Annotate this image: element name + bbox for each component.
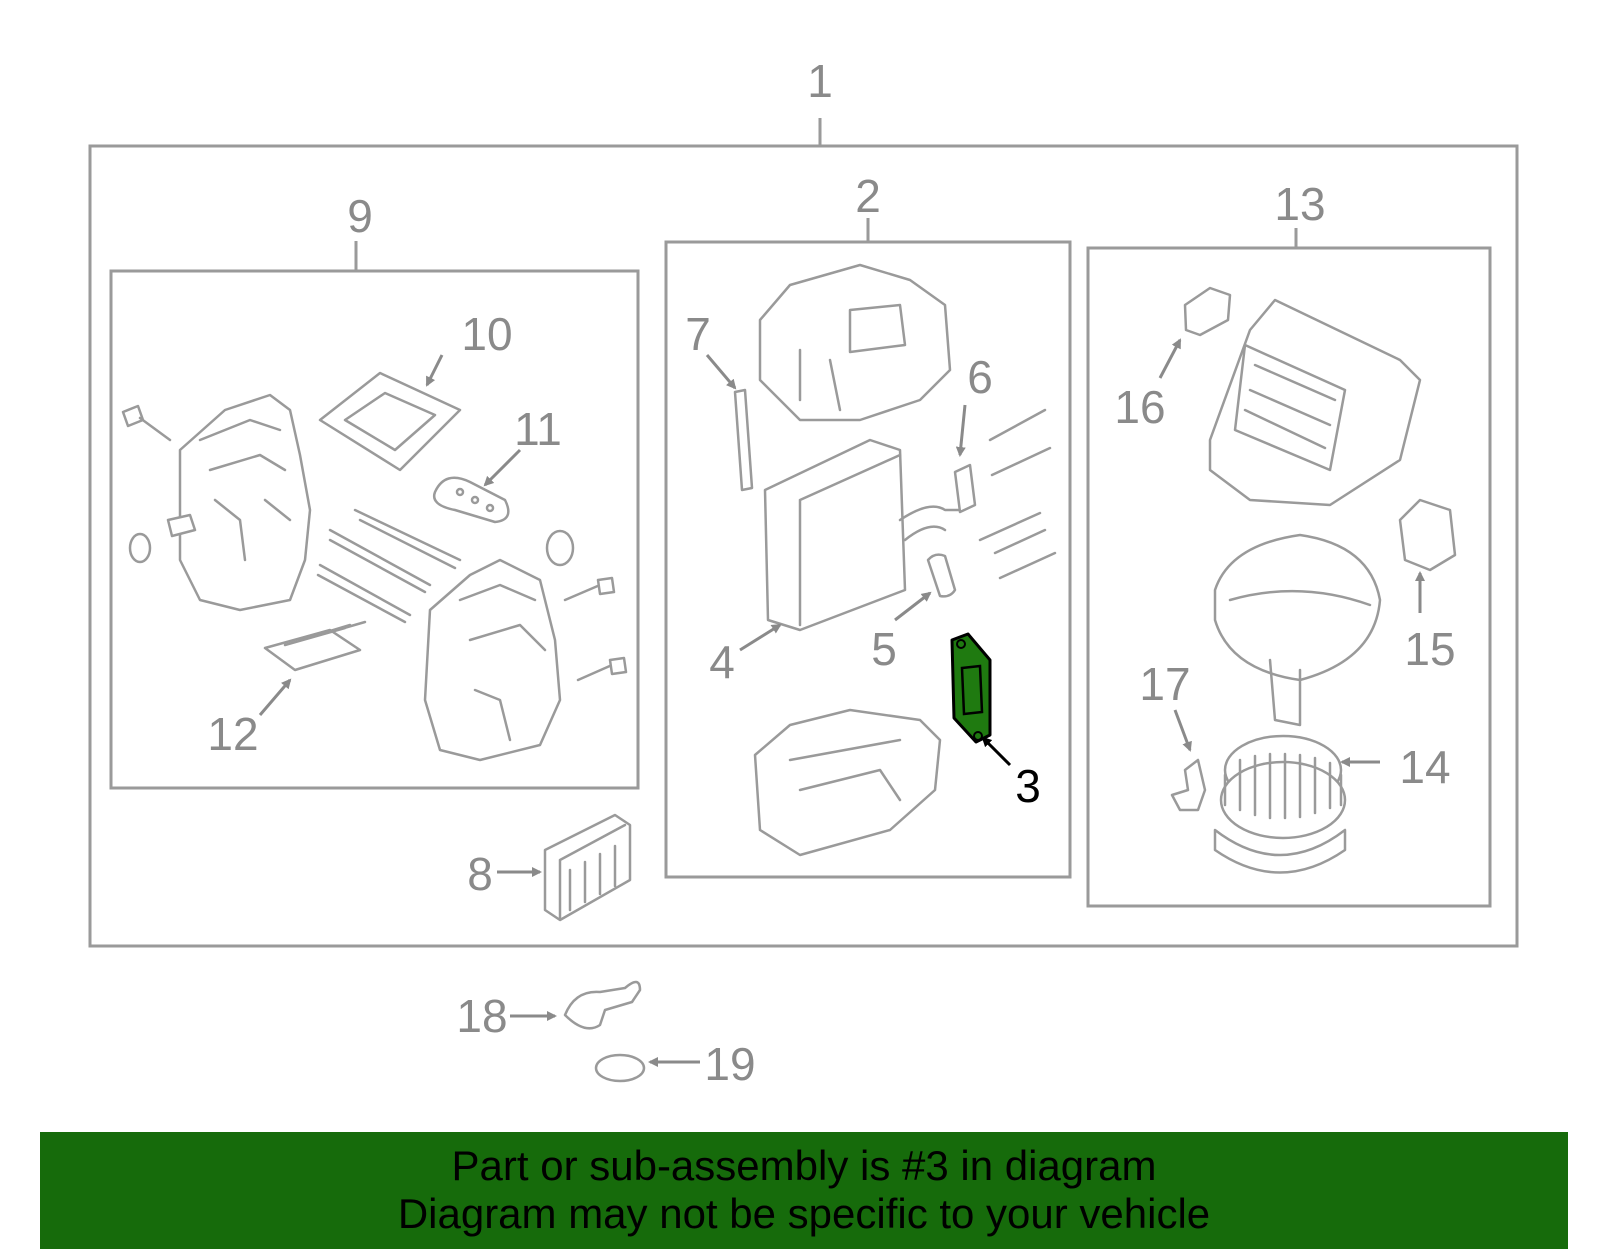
assembly-frame-1 — [88, 118, 1519, 948]
callout-5: 5 — [871, 623, 897, 675]
o-ring-5 — [926, 553, 957, 598]
blower-case-upper — [1208, 298, 1422, 507]
info-banner: Part or sub-assembly is #3 in diagram Di… — [40, 1132, 1568, 1249]
callout-15: 15 — [1404, 623, 1455, 675]
actuator-16 — [1183, 286, 1232, 337]
bolt-left-top — [121, 404, 172, 442]
evaporator-case-lower — [753, 708, 942, 857]
cover-10 — [318, 371, 462, 472]
callout-2: 2 — [855, 170, 881, 222]
grommet-left — [128, 532, 152, 564]
seal-7 — [733, 388, 754, 492]
callout-14: 14 — [1399, 741, 1450, 793]
callout-13: 13 — [1274, 178, 1325, 230]
callout-11: 11 — [514, 403, 562, 455]
callout-17: 17 — [1139, 658, 1190, 710]
callout-7: 7 — [685, 308, 711, 360]
heater-case-left — [166, 393, 312, 612]
callout-6: 6 — [967, 351, 993, 403]
grommet-right — [545, 529, 575, 567]
blower-housing-lower — [1213, 533, 1382, 727]
seal-strips — [316, 508, 462, 624]
parts-diagram: 1 2 3 4 5 6 7 8 9 10 11 12 13 14 15 16 1… — [88, 55, 1519, 1090]
expansion-valve-6 — [953, 463, 977, 514]
blower-motor-14 — [1213, 734, 1347, 874]
banner-line-2: Diagram may not be specific to your vehi… — [397, 1190, 1211, 1237]
subassembly-box-9 — [109, 269, 640, 790]
drain-hose-18 — [563, 980, 642, 1030]
resistor-15 — [1398, 498, 1457, 572]
banner-line-1: Part or sub-assembly is #3 in diagram — [451, 1142, 1157, 1189]
heater-core-12 — [263, 620, 367, 672]
bolts-box2 — [978, 408, 1057, 580]
evaporator-case-upper — [758, 263, 952, 422]
callout-3[interactable]: 3 — [1015, 760, 1041, 812]
grommet-19 — [594, 1053, 646, 1083]
gasket-3-highlighted[interactable] — [950, 632, 992, 744]
callout-1: 1 — [807, 55, 833, 107]
evaporator-core-4 — [763, 438, 962, 632]
callout-10: 10 — [461, 308, 512, 360]
subassembly-box-13 — [1086, 246, 1492, 908]
callout-16: 16 — [1114, 381, 1165, 433]
gasket-11 — [432, 476, 510, 524]
callout-9: 9 — [347, 190, 373, 242]
drain-hose-17 — [1170, 758, 1207, 812]
bolts-right — [563, 576, 628, 682]
callout-19: 19 — [704, 1038, 755, 1090]
heater-case-right — [423, 558, 562, 762]
cabin-filter-8 — [543, 813, 632, 922]
callout-12: 12 — [207, 708, 258, 760]
callout-4: 4 — [709, 636, 735, 688]
callout-8: 8 — [467, 848, 493, 900]
callout-18: 18 — [456, 990, 507, 1042]
